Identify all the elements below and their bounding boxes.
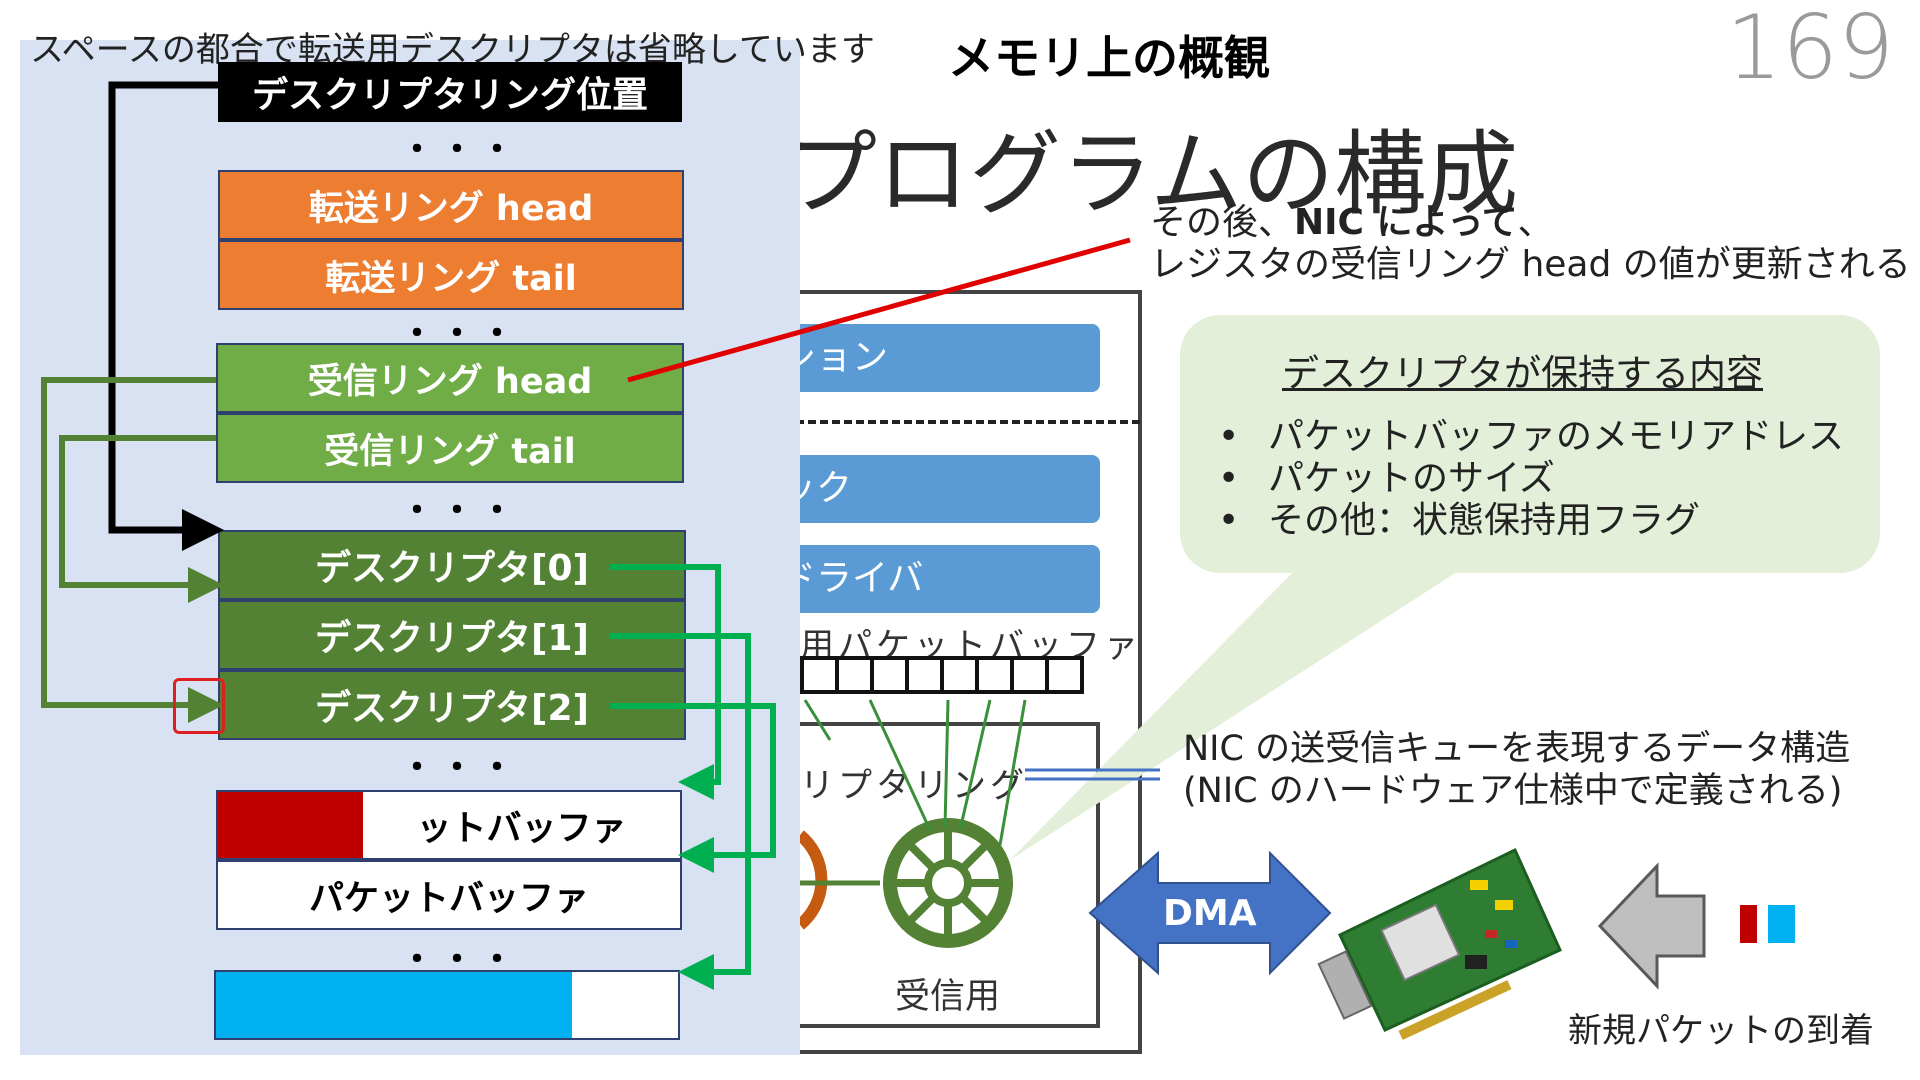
annotation-suffix: 、 [1517,202,1554,243]
annotation-line-2: レジスタの受信リング head の値が更新される [1150,244,1911,285]
tx-ring-head: 転送リング head [218,170,684,240]
descriptor-2-to-buffer [610,703,776,873]
packet-red-in-buffer [218,792,363,858]
descriptor-0-to-buffer [610,564,721,800]
ring-to-buffer-lines [803,699,1027,846]
annotation-bold: NIC によって [1294,202,1518,243]
descriptor-1: デスクリプタ[1] [218,600,686,670]
page-number: 169 [1726,0,1894,99]
bubble-title: デスクリプタが保持する内容 [1282,352,1763,395]
ellipsis: ・・・ [400,491,520,531]
structure-note-line-2: (NIC のハードウェア仕様中で定義される) [1183,771,1843,811]
descriptor-2: デスクリプタ[2] [218,670,686,740]
descriptor-1-to-buffer [610,633,751,990]
annotation-line-1: その後、NIC によって、 [1150,202,1911,244]
annotation-prefix: その後、 [1150,202,1295,243]
page-title: プログラムの構成 [785,121,1519,228]
dma-label: DMA [1163,893,1257,934]
kernel-boundary-line [760,420,1140,424]
rx-head-pointer [41,377,224,723]
dma-arrow [1088,850,1332,976]
ellipsis: ・・・ [400,130,520,170]
descriptor-ring-label: リプタリング [800,766,1028,806]
tx-ring-tail: 転送リング tail [218,240,684,310]
receive-ring-wheel [883,818,1013,948]
descriptor-0: デスクリプタ[0] [218,530,686,600]
packet-buffer-cells [800,656,1084,694]
arrival-arrow [1597,862,1706,990]
bubble-item: その他：状態保持用フラグ [1218,491,1700,543]
nic-update-annotation: その後、NIC によって、 レジスタの受信リング head の値が更新される [1150,202,1911,286]
structure-note: NIC の送受信キューを表現するデータ構造 (NIC のハードウェア仕様中で定義… [1183,728,1850,812]
ring-position-pointer [108,81,224,551]
ellipsis: ・・・ [400,748,520,788]
rx-tail-pointer [59,435,224,603]
packet-buffer-b: パケットバッファ [216,860,682,930]
receive-ring-label: 受信用 [895,977,1001,1017]
current-descriptor-highlight [173,678,225,734]
descriptor-ring-position: デスクリプタリング位置 [218,62,682,122]
rx-ring-head: 受信リング head [216,343,684,413]
nic-card-illustration [1317,847,1562,1040]
slide-subtitle: メモリ上の概観 [948,31,1270,85]
packet-arrival-label: 新規パケットの到着 [1568,1011,1874,1051]
bubble-pointer [1010,570,1460,860]
packet-red [1740,905,1757,943]
nic-update-line [627,237,1131,383]
rx-ring-tail: 受信リング tail [216,413,684,483]
buffer-cell [835,656,874,694]
transmit-ring-wheel-partial [796,830,828,930]
packet-buffer-a-label: ットバッファ [416,808,627,849]
buffer-cell [1045,656,1084,694]
packet-blue [1768,905,1795,943]
structure-note-line-1: NIC の送受信キューを表現するデータ構造 [1183,729,1851,769]
packet-blue-in-buffer [216,972,572,1038]
